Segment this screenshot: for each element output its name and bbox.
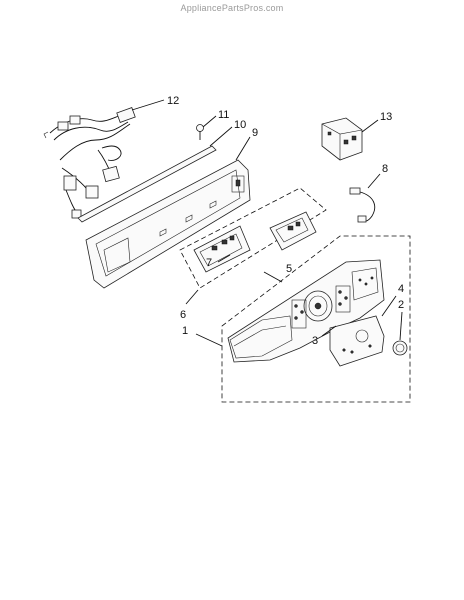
leader-line-4 [381, 295, 397, 317]
leader-line-2 [399, 311, 403, 341]
callout-7: 7 [206, 257, 212, 269]
console-front-panel-part[interactable] [227, 259, 385, 363]
callout-6: 6 [180, 309, 186, 321]
leader-line-13 [361, 119, 379, 133]
control-module-part[interactable] [321, 117, 363, 161]
assembly-boundary-1 [221, 235, 411, 403]
wire-harness-part[interactable] [43, 107, 136, 219]
leader-line-7 [217, 254, 231, 263]
assembly-boundary-6 [179, 187, 327, 289]
callout-11: 11 [218, 109, 229, 121]
watermark: AppliancePartsPros.com [180, 3, 284, 13]
screw-part[interactable] [196, 124, 204, 141]
display-board-part[interactable] [269, 211, 317, 251]
control-board-part[interactable] [193, 225, 251, 273]
callout-9: 9 [252, 127, 258, 139]
callout-2: 2 [398, 299, 404, 311]
leader-line-11 [202, 115, 217, 128]
small-wire-harness-part[interactable] [349, 187, 376, 223]
callout-13: 13 [380, 111, 392, 123]
knob-bezel-part[interactable] [329, 315, 385, 367]
callout-5: 5 [286, 263, 292, 275]
mounting-strip-part[interactable] [77, 145, 217, 223]
leader-line-8 [367, 173, 381, 189]
leader-line-12 [131, 99, 165, 111]
leader-line-9 [235, 136, 251, 161]
control-knob-part[interactable] [392, 340, 408, 356]
callout-4: 4 [398, 283, 404, 295]
callout-1: 1 [182, 325, 188, 337]
callout-3: 3 [312, 335, 318, 347]
leader-line-5 [263, 271, 283, 283]
leader-line-1 [195, 333, 223, 347]
console-back-panel-part[interactable] [85, 159, 251, 289]
callout-10: 10 [234, 119, 246, 131]
leader-line-6 [185, 289, 199, 305]
leader-line-3 [321, 325, 337, 337]
leader-line-10 [209, 126, 233, 147]
callout-8: 8 [382, 163, 388, 175]
callout-12: 12 [167, 95, 179, 107]
